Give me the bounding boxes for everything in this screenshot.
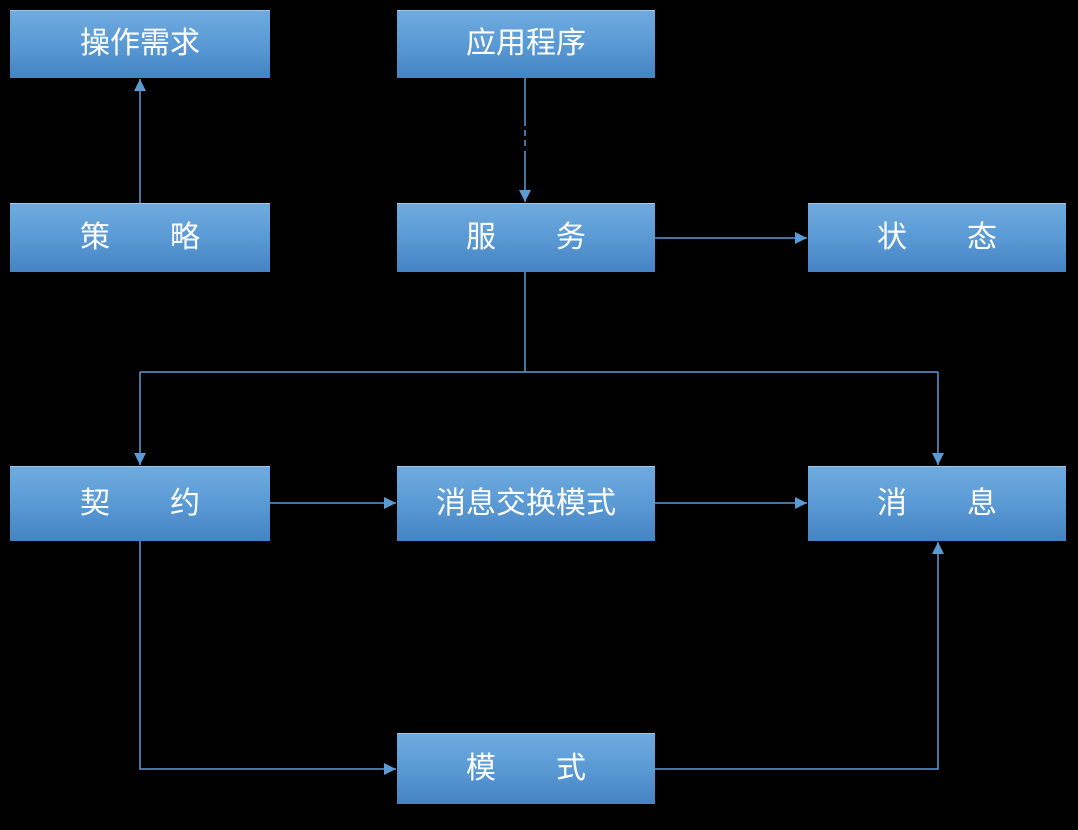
node-schema[interactable]: 模 式 xyxy=(397,733,655,804)
node-service[interactable]: 服 务 xyxy=(397,203,655,272)
node-contract[interactable]: 契 约 xyxy=(10,466,270,541)
node-operation-requirements-label: 操作需求 xyxy=(80,26,200,61)
node-contract-label: 契 约 xyxy=(80,485,200,521)
node-operation-requirements[interactable]: 操作需求 xyxy=(10,10,270,78)
edge-schema-to-message xyxy=(655,542,944,770)
node-status[interactable]: 状 态 xyxy=(808,203,1066,272)
node-message-exchange-pattern[interactable]: 消息交换模式 xyxy=(397,466,655,541)
node-application[interactable]: 应用程序 xyxy=(397,10,655,78)
node-schema-label: 模 式 xyxy=(466,750,586,786)
node-message[interactable]: 消 息 xyxy=(808,466,1066,541)
node-status-label: 状 态 xyxy=(877,219,997,255)
node-message-label: 消 息 xyxy=(877,485,997,521)
edge-contract-to-schema xyxy=(139,541,396,775)
node-service-label: 服 务 xyxy=(466,219,586,255)
node-application-label: 应用程序 xyxy=(466,26,586,61)
node-policy-label: 策 略 xyxy=(80,219,200,255)
node-policy[interactable]: 策 略 xyxy=(10,203,270,272)
node-message-exchange-pattern-label: 消息交换模式 xyxy=(436,485,616,521)
